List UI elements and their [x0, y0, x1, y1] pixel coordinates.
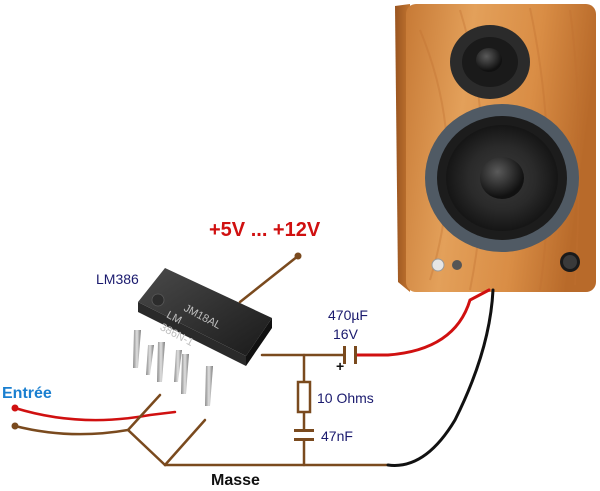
ground-label: Masse [211, 472, 260, 489]
chip-name-label: LM386 [96, 271, 139, 287]
capacitor-plus-label: + [336, 358, 344, 374]
capacitor-voltage-label: 16V [333, 326, 359, 342]
capacitor-47nf-label: 47nF [321, 428, 353, 444]
speaker-positive-wire [355, 288, 491, 357]
resistor-10-ohms [296, 380, 312, 414]
power-label: +5V ... +12V [209, 219, 321, 241]
speaker-negative-wire [386, 288, 495, 467]
capacitor-47nf [294, 429, 314, 441]
capacitor-470uf [343, 346, 357, 364]
input-label: Entrée [2, 385, 52, 402]
lm386-chip: JM18AL LM 386N-1 [133, 268, 272, 406]
capacitor-470uf-label: 470µF [328, 307, 368, 323]
resistor-label: 10 Ohms [317, 390, 374, 406]
wires [11, 252, 495, 467]
power-wire [238, 254, 300, 304]
input-wire [13, 406, 177, 422]
speaker-image [395, 4, 596, 292]
input-ground-wire [13, 424, 167, 467]
